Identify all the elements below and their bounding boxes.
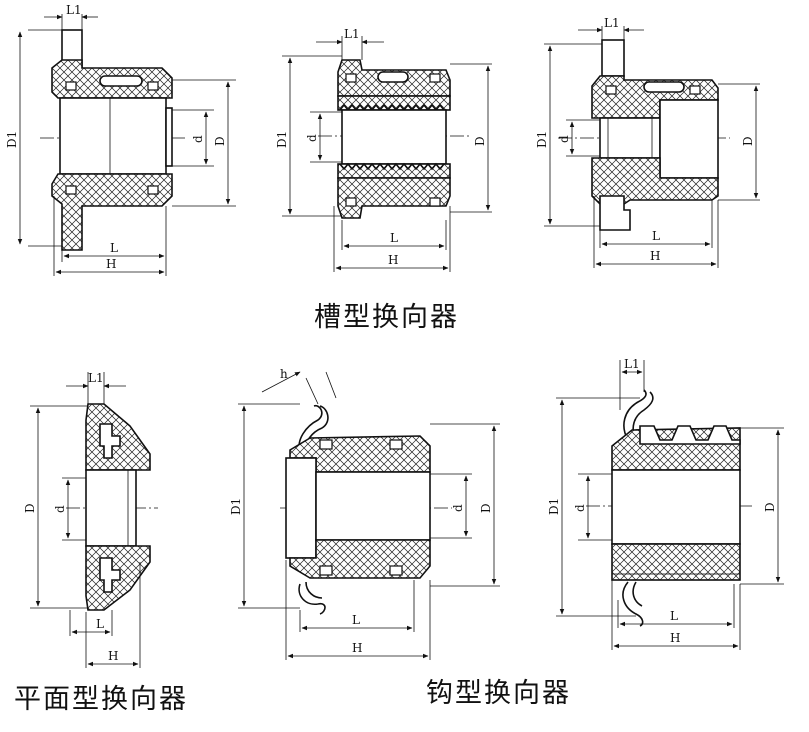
dim-d: d: [451, 504, 465, 512]
dim-L: L: [670, 609, 678, 623]
groove-commutator-left: L1 D1 D d L H: [5, 3, 236, 276]
dim-D: D: [213, 136, 227, 146]
dim-D: D: [763, 502, 777, 512]
dim-H: H: [352, 641, 362, 655]
dim-d1: D1: [5, 131, 19, 148]
hook-commutator-right: L1 D1 D d L H: [547, 357, 784, 650]
dim-H: H: [650, 249, 660, 263]
dim-l1: L1: [604, 16, 620, 30]
dim-L: L: [96, 617, 104, 631]
dim-D: D: [741, 136, 755, 146]
dim-L: L: [110, 241, 118, 255]
hook-commutator-middle: h D1 D d L H: [229, 367, 500, 660]
dim-d: d: [53, 505, 67, 513]
dim-l1: L1: [66, 3, 82, 17]
dim-d1: D1: [275, 131, 289, 148]
groove-commutator-right: L1 D1 D d L H: [535, 16, 760, 268]
caption-groove-type: 槽型换向器: [314, 302, 459, 333]
dim-d: d: [191, 135, 205, 143]
dim-d: d: [573, 504, 587, 512]
dim-D: D: [23, 503, 37, 513]
dim-L: L: [652, 229, 660, 243]
dim-h: h: [280, 367, 288, 381]
dim-L: L: [390, 231, 398, 245]
dim-H: H: [670, 631, 680, 645]
dim-d1: D1: [547, 498, 561, 515]
flat-commutator: L1 D d L H: [23, 371, 158, 668]
dim-l1: L1: [344, 27, 360, 41]
dim-H: H: [106, 257, 116, 271]
dim-d: d: [305, 134, 319, 142]
dim-d1: D1: [535, 131, 549, 148]
caption-flat-type: 平面型换向器: [14, 684, 188, 715]
groove-commutator-middle: L1 D1 D d L H: [275, 27, 492, 272]
dim-l1: L1: [88, 371, 104, 385]
dim-H: H: [388, 253, 398, 267]
dim-D: D: [479, 503, 493, 513]
dim-L: L: [352, 613, 360, 627]
dim-H: H: [108, 649, 118, 663]
dim-d: d: [557, 135, 571, 143]
dim-D: D: [473, 136, 487, 146]
caption-hook-type: 钩型换向器: [426, 678, 571, 709]
dim-l1: L1: [624, 357, 640, 371]
dim-d1: D1: [229, 498, 243, 515]
